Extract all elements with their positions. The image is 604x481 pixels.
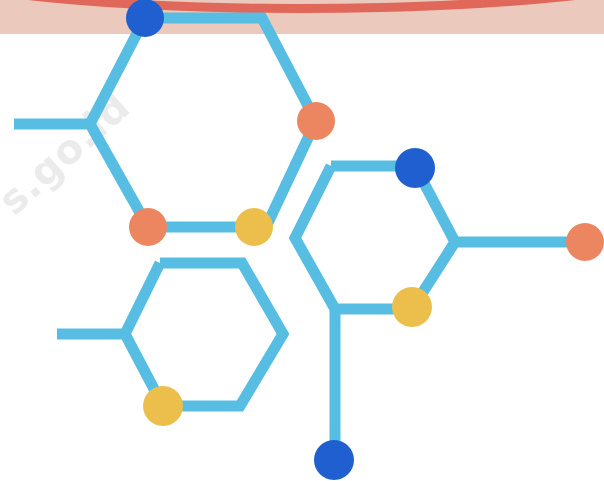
atom-node bbox=[143, 386, 183, 426]
atom-node bbox=[235, 208, 273, 246]
bond-ring-bottom bbox=[118, 257, 290, 412]
bond-lines bbox=[14, 12, 585, 460]
atom-node bbox=[129, 208, 167, 246]
atoms bbox=[126, 0, 604, 480]
atom-node bbox=[392, 287, 432, 327]
bond-ring-right bbox=[288, 160, 462, 315]
top-arc bbox=[28, 0, 576, 13]
atom-node bbox=[126, 0, 164, 37]
atom-node bbox=[297, 102, 335, 140]
atom-node bbox=[395, 148, 435, 188]
atom-node bbox=[566, 223, 604, 261]
bond-ring-top bbox=[83, 12, 323, 233]
atom-node bbox=[314, 440, 354, 480]
